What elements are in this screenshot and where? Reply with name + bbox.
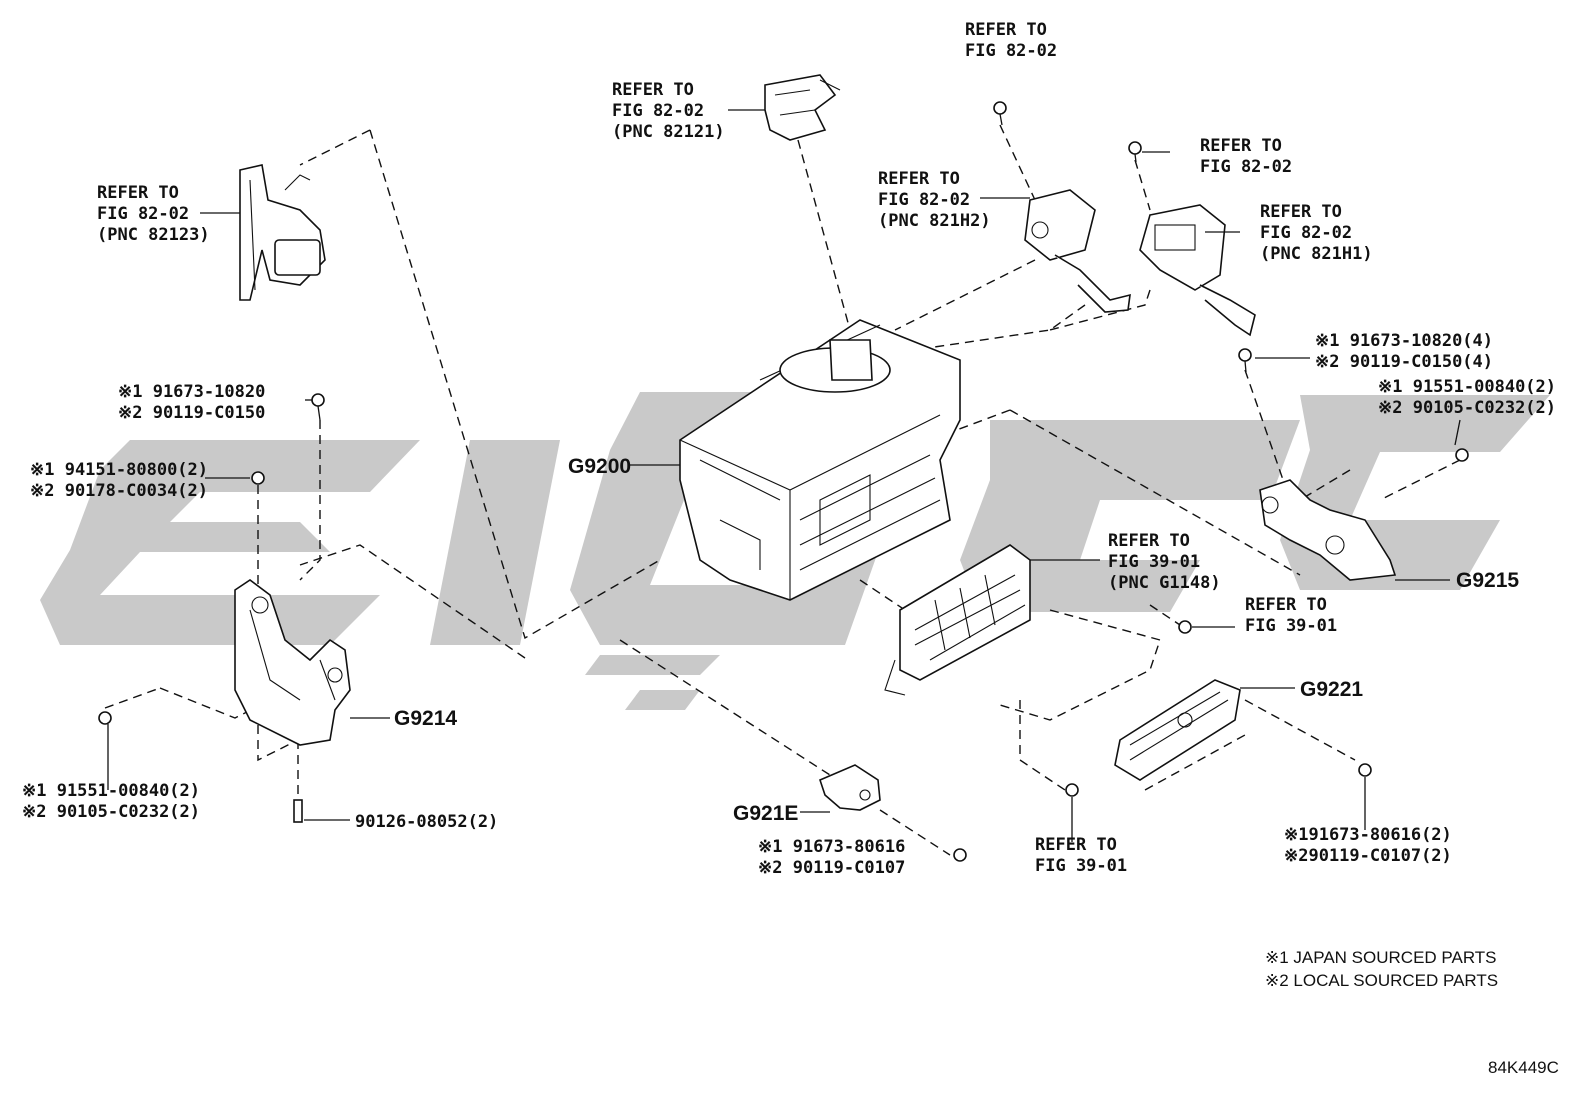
svg-text:REFER TO: REFER TO [965, 20, 1047, 40]
part-number-bolt-bottom-left: ※1 91551-00840(2) ※2 90105-C0232(2) [22, 781, 200, 822]
ref-82123-label: REFER TO FIG 82-02 (PNC 82123) [97, 183, 210, 245]
svg-text:※2 90178-C0034(2): ※2 90178-C0034(2) [30, 481, 208, 501]
cap-g921e-drawing [819, 764, 881, 811]
svg-text:※2 LOCAL SOURCED PARTS: ※2 LOCAL SOURCED PARTS [1265, 971, 1498, 990]
svg-text:REFER TO: REFER TO [612, 80, 694, 100]
ref-821h1-label: REFER TO FIG 82-02 (PNC 821H1) [1260, 202, 1373, 264]
leader-lines [107, 109, 1461, 842]
ref-821h2-label: REFER TO FIG 82-02 (PNC 821H2) [878, 169, 991, 231]
part-number-nut-left: ※1 94151-80800(2) ※2 90178-C0034(2) [30, 460, 208, 501]
bolt-icon [98, 711, 112, 725]
svg-text:REFER TO: REFER TO [1245, 595, 1327, 615]
bolt-icon [1128, 141, 1142, 163]
bolt-icon [993, 101, 1007, 126]
callout-g9214: G9214 [394, 707, 457, 730]
svg-text:FIG 82-02: FIG 82-02 [1260, 223, 1352, 243]
part-number-stud: 90126-08052(2) [355, 812, 498, 832]
callout-g9200: G9200 [568, 455, 631, 478]
svg-text:※2 90105-C0232(2): ※2 90105-C0232(2) [1378, 398, 1556, 418]
svg-text:※1 91673-10820(4): ※1 91673-10820(4) [1315, 331, 1493, 351]
svg-text:(PNC 821H2): (PNC 821H2) [878, 211, 991, 231]
svg-text:※2 90119-C0107: ※2 90119-C0107 [758, 858, 905, 878]
assembly-lines [104, 124, 1461, 856]
svg-text:REFER TO: REFER TO [878, 169, 960, 189]
part-number-bolt-right-top: ※1 91673-10820(4) ※2 90119-C0150(4) [1315, 331, 1493, 372]
svg-text:FIG 39-01: FIG 39-01 [1035, 856, 1127, 876]
svg-text:REFER TO: REFER TO [97, 183, 179, 203]
sensor-82123-drawing [239, 164, 326, 301]
svg-text:FIG 82-02: FIG 82-02 [965, 41, 1057, 61]
svg-text:(PNC 82121): (PNC 82121) [612, 122, 725, 142]
bolt-icon [1178, 620, 1192, 634]
svg-text:※2 90119-C0150(4): ※2 90119-C0150(4) [1315, 352, 1493, 372]
ref-82121-label: REFER TO FIG 82-02 (PNC 82121) [612, 80, 725, 142]
ref-g1148-label: REFER TO FIG 39-01 (PNC G1148) [1108, 531, 1221, 593]
svg-text:※2 90105-C0232(2): ※2 90105-C0232(2) [22, 802, 200, 822]
svg-text:90126-08052(2): 90126-08052(2) [355, 812, 498, 832]
bolt-icon [1455, 448, 1469, 462]
svg-text:REFER TO: REFER TO [1260, 202, 1342, 222]
svg-text:(PNC 821H1): (PNC 821H1) [1260, 244, 1373, 264]
svg-text:FIG 39-01: FIG 39-01 [1108, 552, 1200, 572]
cover-g1148-drawing [884, 544, 1031, 696]
svg-text:(PNC 82123): (PNC 82123) [97, 225, 210, 245]
bracket-g9215-drawing [1259, 479, 1397, 581]
sensor-82121-drawing [764, 74, 841, 141]
svg-text:(PNC G1148): (PNC G1148) [1108, 573, 1221, 593]
diagram-id: 84K449C [1488, 1058, 1559, 1077]
sensor-821h2-drawing [1024, 189, 1131, 313]
part-number-bolt-g921e: ※1 91673-80616 ※2 90119-C0107 [758, 837, 905, 878]
stud-icon [293, 799, 303, 823]
bracket-g9214-drawing [234, 579, 351, 746]
svg-text:REFER TO: REFER TO [1200, 136, 1282, 156]
svg-text:※290119-C0107(2): ※290119-C0107(2) [1284, 846, 1452, 866]
ref-fig8202-top-label: REFER TO FIG 82-02 [965, 20, 1057, 61]
sourcing-notes: ※1 JAPAN SOURCED PARTS ※2 LOCAL SOURCED … [1265, 948, 1498, 990]
callout-g921e: G921E [733, 802, 798, 825]
svg-text:※1 94151-80800(2): ※1 94151-80800(2) [30, 460, 208, 480]
bolt-icon [953, 848, 967, 862]
ref-fig3901-right-label: REFER TO FIG 39-01 [1245, 595, 1337, 636]
part-number-bolt-right-mid: ※1 91551-00840(2) ※2 90105-C0232(2) [1378, 377, 1556, 418]
ref-fig8202-right-label: REFER TO FIG 82-02 [1200, 136, 1292, 177]
part-number-bolt-top-left: ※1 91673-10820 ※2 90119-C0150 [118, 382, 265, 423]
nut-icon [251, 471, 265, 485]
svg-text:REFER TO: REFER TO [1035, 835, 1117, 855]
svg-text:※1 JAPAN SOURCED PARTS: ※1 JAPAN SOURCED PARTS [1265, 948, 1497, 967]
part-number-bolt-g9221: ※191673-80616(2) ※290119-C0107(2) [1284, 825, 1452, 866]
sensor-821h1-drawing [1139, 204, 1256, 337]
ref-fig3901-bottom-label: REFER TO FIG 39-01 [1035, 835, 1127, 876]
callout-g9221: G9221 [1300, 678, 1363, 701]
svg-text:FIG 82-02: FIG 82-02 [1200, 157, 1292, 177]
cover-g9221-drawing [1114, 679, 1241, 781]
callout-g9215: G9215 [1456, 569, 1519, 592]
svg-text:※1 91551-00840(2): ※1 91551-00840(2) [22, 781, 200, 801]
bolt-icon [1065, 783, 1079, 797]
svg-text:※191673-80616(2): ※191673-80616(2) [1284, 825, 1452, 845]
svg-text:※1 91673-10820: ※1 91673-10820 [118, 382, 265, 402]
bolt-icon [311, 393, 325, 421]
svg-text:※1 91673-80616: ※1 91673-80616 [758, 837, 905, 857]
svg-text:FIG 39-01: FIG 39-01 [1245, 616, 1337, 636]
svg-text:FIG 82-02: FIG 82-02 [97, 204, 189, 224]
svg-text:※2 90119-C0150: ※2 90119-C0150 [118, 403, 265, 423]
inverter-assembly-drawing [679, 319, 961, 601]
bolt-icon [1238, 348, 1252, 373]
svg-text:FIG 82-02: FIG 82-02 [878, 190, 970, 210]
bolt-icon [1358, 763, 1372, 777]
svg-text:FIG 82-02: FIG 82-02 [612, 101, 704, 121]
svg-text:REFER TO: REFER TO [1108, 531, 1190, 551]
svg-text:※1 91551-00840(2): ※1 91551-00840(2) [1378, 377, 1556, 397]
